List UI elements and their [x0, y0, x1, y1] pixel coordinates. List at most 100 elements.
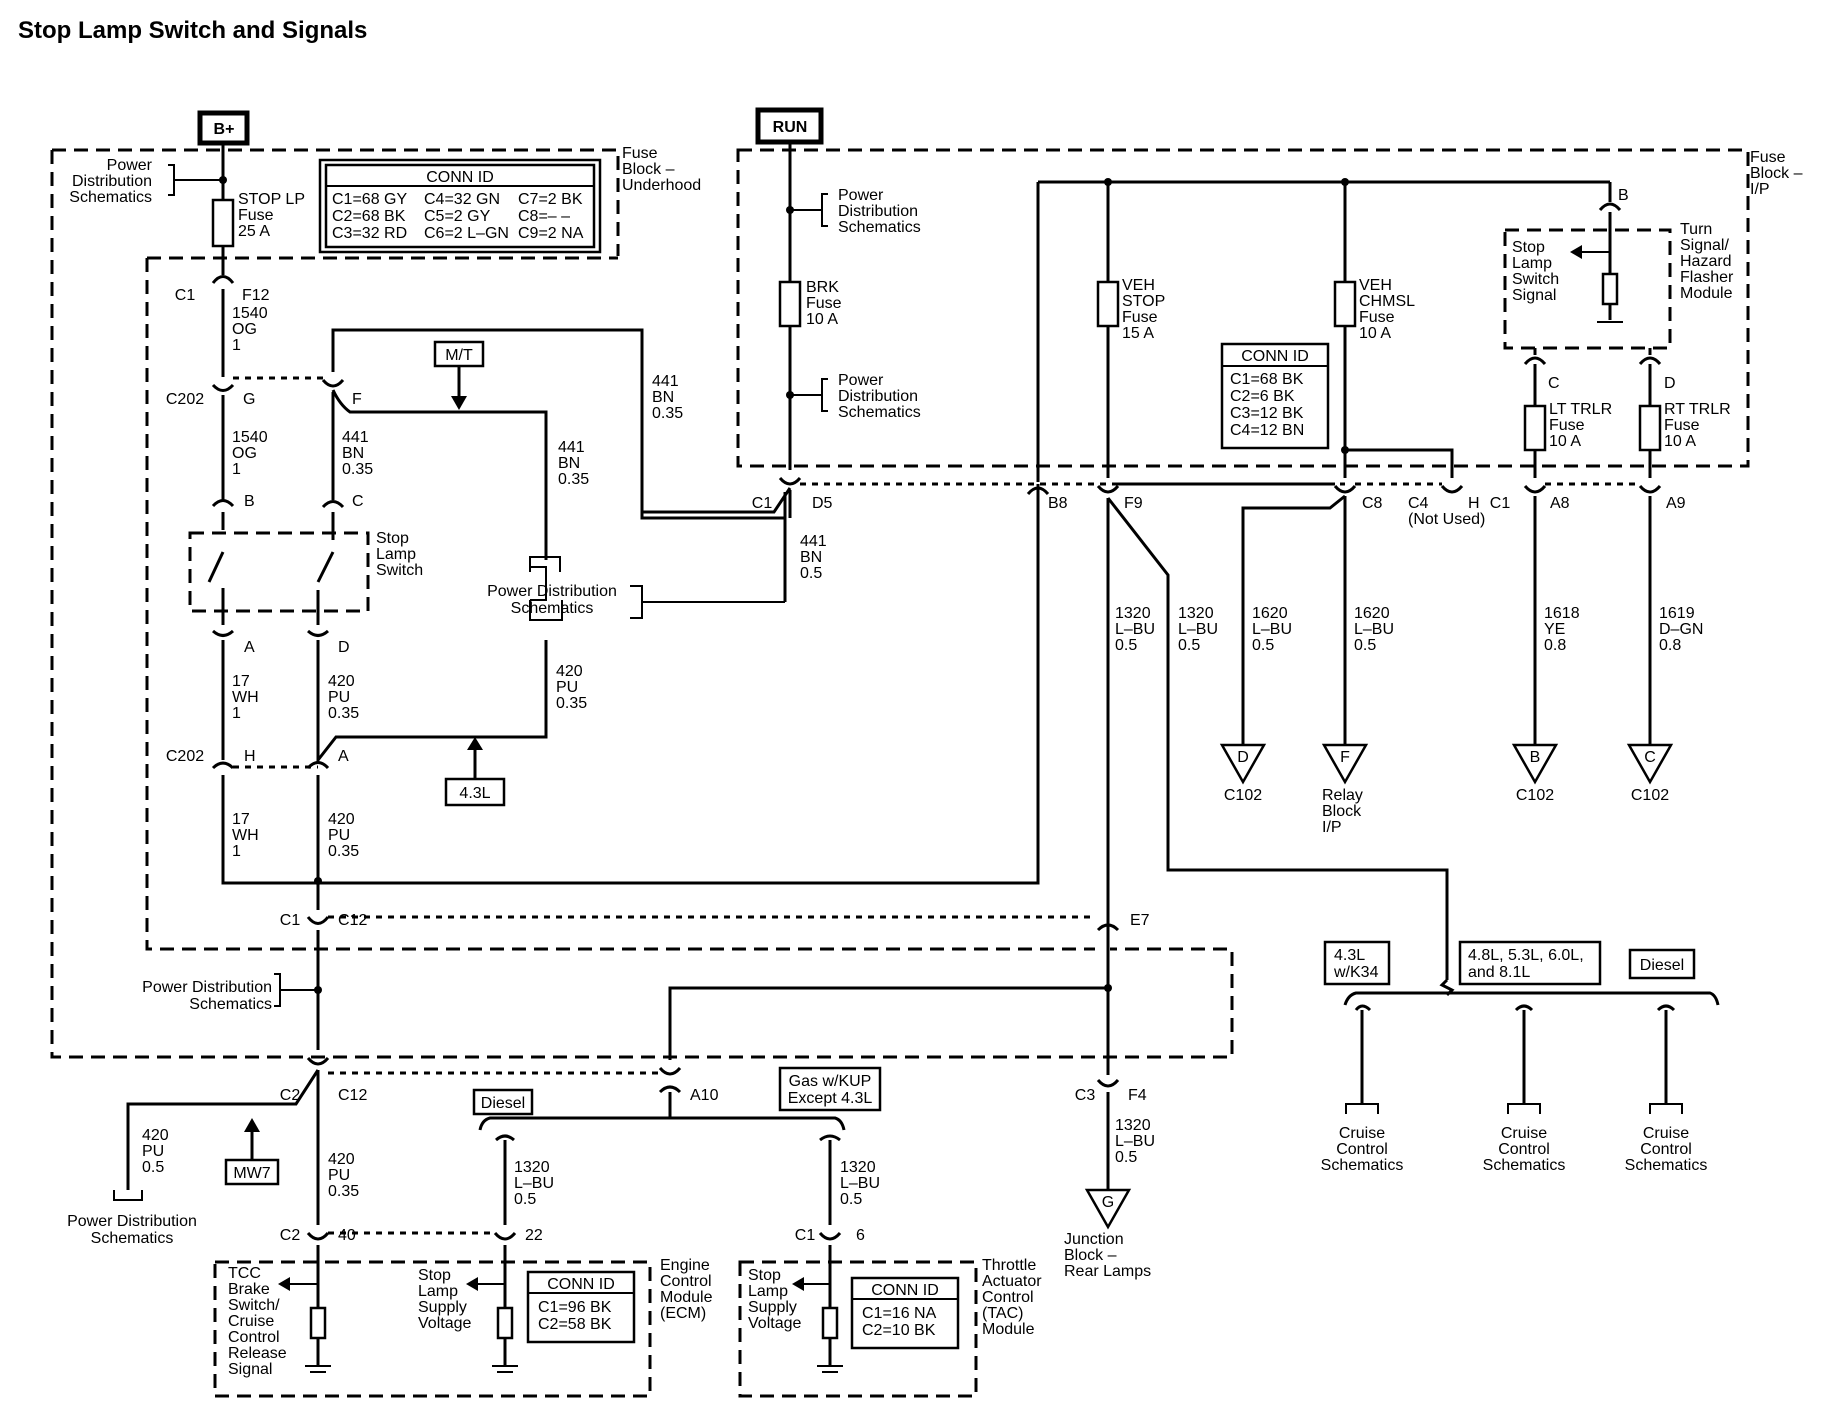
svg-text:B8: B8 [1048, 495, 1068, 512]
e7-column [658, 923, 1132, 1230]
run-power-tag: RUN [755, 107, 824, 145]
bplus-circuit [168, 143, 1050, 885]
ip-bus [1036, 178, 1662, 1070]
diesel2-option-tag: Diesel [1628, 948, 1696, 980]
stop-lp-fuse [211, 198, 235, 248]
svg-text:C1: C1 [752, 495, 773, 512]
svg-text:F12: F12 [242, 287, 270, 304]
svg-text:C102: C102 [1516, 787, 1554, 804]
svg-text:D: D [1664, 375, 1676, 392]
svg-text:RUN: RUN [773, 119, 808, 136]
svg-text:E7: E7 [1130, 912, 1150, 929]
svg-text:C: C [1644, 749, 1656, 766]
svg-text:40: 40 [338, 1227, 356, 1244]
ip-fuse-block-outline [736, 148, 1750, 468]
svg-text:C102: C102 [1631, 787, 1669, 804]
svg-text:C12: C12 [338, 1087, 367, 1104]
svg-text:A: A [338, 748, 349, 765]
svg-text:C8: C8 [1362, 495, 1383, 512]
svg-text:H: H [1468, 495, 1480, 512]
svg-text:C4=32 GN: C4=32 GN [424, 191, 500, 208]
rt-trlr-fuse [1638, 404, 1662, 452]
svg-text:B: B [244, 493, 255, 510]
underhood-fuse-block-outline [50, 148, 1234, 1059]
mw7-option-tag: MW7 [224, 1118, 280, 1186]
svg-text:C1=68 GY: C1=68 GY [332, 191, 407, 208]
svg-text:C2: C2 [280, 1087, 301, 1104]
stop-lamp-switch-outline [188, 531, 370, 613]
svg-text:C1: C1 [795, 1227, 816, 1244]
veh-stop-fuse [1096, 280, 1120, 328]
svg-text:M/T: M/T [445, 347, 473, 364]
svg-text:B: B [1618, 187, 1629, 204]
svg-text:C1: C1 [280, 912, 301, 929]
svg-text:F4: F4 [1128, 1087, 1147, 1104]
svg-text:(Not Used): (Not Used) [1408, 511, 1485, 528]
svg-text:C5=2 GY: C5=2 GY [424, 208, 491, 225]
svg-text:4.3Lw/K34: 4.3Lw/K34 [1333, 947, 1379, 981]
svg-text:C: C [352, 493, 364, 510]
svg-text:B+: B+ [214, 121, 235, 138]
svg-text:G: G [1102, 1194, 1114, 1211]
svg-text:C6=2 L–GN: C6=2 L–GN [424, 225, 509, 242]
l43-option-tag: 4.3L [444, 737, 506, 807]
diagram-title: Stop Lamp Switch and Signals [18, 17, 367, 44]
svg-text:A10: A10 [690, 1087, 719, 1104]
lt-trlr-fuse [1523, 404, 1547, 452]
svg-text:C102: C102 [1224, 787, 1262, 804]
svg-text:C1: C1 [175, 287, 196, 304]
brk-fuse [778, 280, 802, 328]
svg-text:A8: A8 [1550, 495, 1570, 512]
svg-text:C1: C1 [1490, 495, 1511, 512]
svg-text:4.8L, 5.3L, 6.0L,and 8.1L: 4.8L, 5.3L, 6.0L,and 8.1L [1468, 947, 1584, 981]
veh-chmsl-fuse [1333, 280, 1357, 328]
run-circuit [642, 142, 828, 518]
svg-text:CONN ID: CONN ID [871, 1282, 939, 1299]
svg-text:C9=2 NA: C9=2 NA [518, 225, 584, 242]
svg-text:Diesel: Diesel [1640, 957, 1684, 974]
ecm-tac-option-bus [478, 1105, 846, 1366]
svg-text:4.3L: 4.3L [459, 785, 490, 802]
